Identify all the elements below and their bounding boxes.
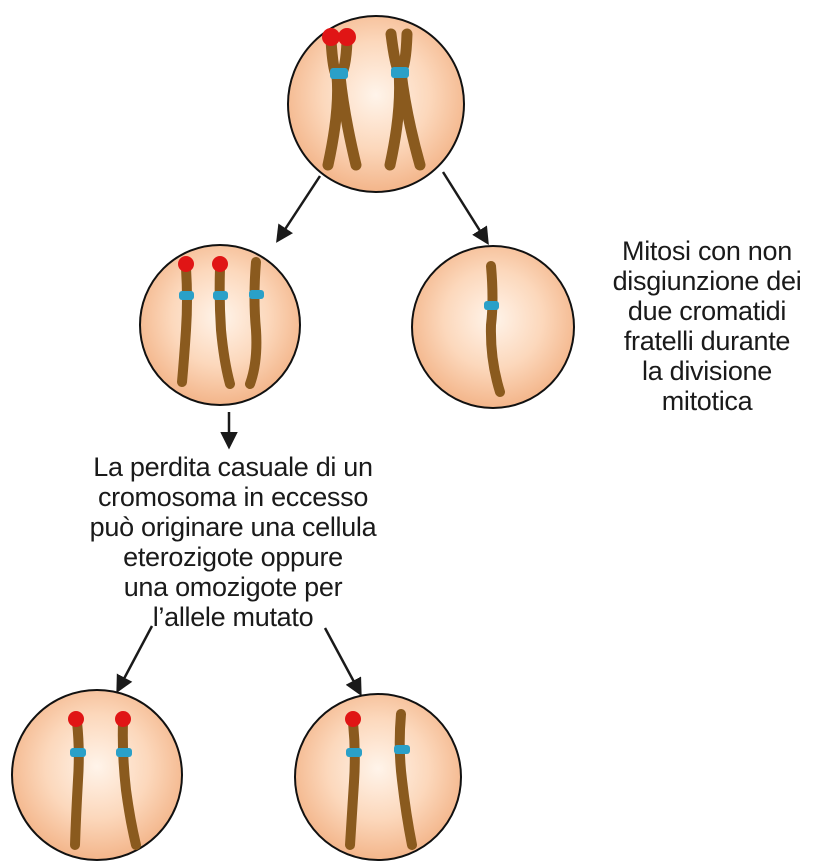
caption-line: due cromatidi: [596, 296, 818, 326]
trisomic-cell: [140, 245, 300, 405]
parent-cell: [288, 16, 464, 192]
centromere: [249, 290, 264, 299]
centromere: [70, 748, 86, 757]
centromere: [330, 68, 348, 79]
mutant-allele-marker: [345, 711, 361, 727]
homozygous-cell-membrane: [12, 690, 182, 860]
centromere: [179, 291, 194, 300]
caption-line: l’allele mutato: [58, 602, 408, 632]
homozygous-mutant-cell: [12, 690, 182, 860]
mutant-allele-marker: [212, 256, 228, 272]
chromosome-loss-caption: La perdita casuale di un cromosoma in ec…: [58, 452, 408, 632]
caption-line: eterozigote oppure: [58, 542, 408, 572]
centromere: [213, 291, 228, 300]
caption-line: Mitosi con non: [596, 236, 818, 266]
caption-line: disgiunzione dei: [596, 266, 818, 296]
mutant-allele-marker: [115, 711, 131, 727]
centromere: [394, 745, 410, 754]
parent-cell-membrane: [288, 16, 464, 192]
monosomic-cell: [412, 246, 574, 408]
centromere: [346, 748, 362, 757]
mutant-allele-marker: [338, 28, 356, 46]
chromosome: [350, 722, 355, 845]
chromosome: [250, 262, 256, 384]
arrow-to-heterozygous-cell: [118, 626, 152, 690]
caption-line: cromosoma in eccesso: [58, 482, 408, 512]
arrow-to-homozygous-cell: [325, 628, 360, 693]
arrow-to-trisomic-cell: [278, 176, 320, 240]
heterozygous-cell: [295, 694, 461, 860]
centromere: [484, 301, 499, 310]
centromere: [391, 67, 409, 78]
arrow-to-monosomic-cell: [443, 172, 487, 242]
chromosome: [182, 268, 187, 382]
heterozygous-cell-membrane: [295, 694, 461, 860]
mutant-allele-marker: [178, 256, 194, 272]
mutant-allele-marker: [68, 711, 84, 727]
caption-line: mitotica: [596, 386, 818, 416]
caption-line: può originare una cellula: [58, 512, 408, 542]
caption-line: la divisione: [596, 356, 818, 386]
chromosome: [75, 722, 79, 845]
mutant-allele-marker: [322, 28, 340, 46]
caption-line: La perdita casuale di un: [58, 452, 408, 482]
caption-line: fratelli durante: [596, 326, 818, 356]
nondisjunction-caption: Mitosi con non disgiunzione dei due crom…: [596, 236, 818, 416]
caption-line: una omozigote per: [58, 572, 408, 602]
centromere: [116, 748, 132, 757]
